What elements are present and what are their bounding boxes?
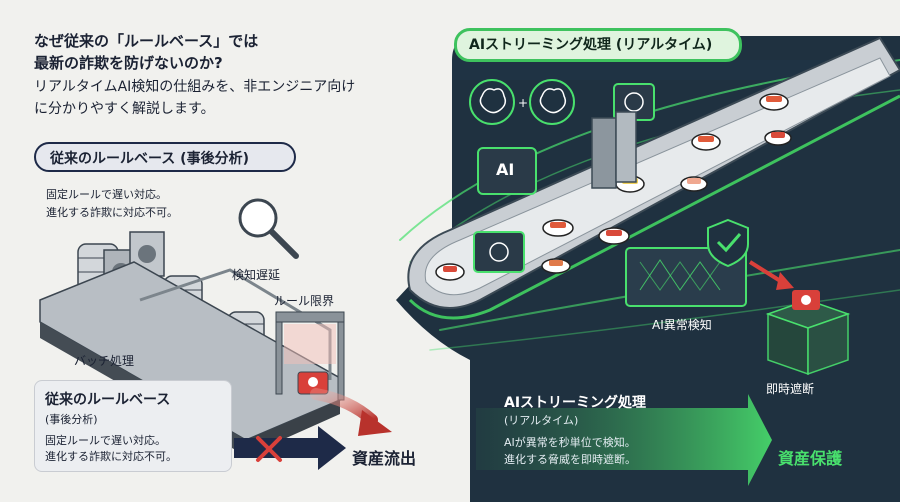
blocked-arrow (234, 426, 346, 470)
detect-delay-label: 検知遅延 (232, 268, 281, 282)
legacy-box-subtitle: (事後分析) (45, 413, 98, 426)
rule-limit-label: ルール限界 (274, 294, 335, 308)
legacy-desc-line-2: 進化する詐欺に対応不可。 (46, 206, 178, 219)
legacy-desc-line-1: 固定ルールで遅い対応。 (46, 188, 167, 201)
shield-check-icon (707, 218, 749, 268)
legacy-box-line-1: 固定ルールで遅い対応。 (45, 434, 166, 447)
sushi-plates (435, 93, 792, 281)
stream-subtitle: (リアルタイム) (504, 414, 579, 427)
chip-icon-mid (473, 231, 525, 273)
brain-icon-2 (529, 79, 575, 125)
quarantine-cube (765, 290, 851, 376)
stream-description: AIが異常を秒単位で検知。 進化する脅威を即時遮断。 (504, 434, 636, 468)
subheadline: リアルタイムAI検知の仕組みを、非エンジニア向け に分かりやすく解説します。 (34, 76, 355, 120)
ai-anomaly-detect-label: AI異常検知 (652, 318, 712, 332)
legacy-info-box: 従来のルールベース (事後分析) 固定ルールで遅い対応。 進化する詐欺に対応不可… (34, 380, 232, 472)
stream-desc-line-2: 進化する脅威を即時遮断。 (504, 453, 636, 466)
batch-processing-label: バッチ処理 (74, 354, 135, 368)
magnifier-icon (238, 198, 299, 259)
ai-detect-panel (625, 247, 747, 307)
sub-line-1: リアルタイムAI検知の仕組みを、非エンジニア向け (34, 79, 356, 95)
legacy-title-pill: 従来のルールベース (事後分析) (34, 142, 296, 172)
plus-icon: + (518, 96, 528, 110)
brain-icon-1 (469, 79, 515, 125)
asset-outflow-label: 資産流出 (352, 449, 417, 468)
instant-block-label: 即時遮断 (766, 382, 815, 396)
scan-gate (591, 111, 637, 189)
stream-title: AIストリーミング処理 (504, 395, 647, 411)
red-x-icon (256, 436, 282, 462)
ai-chip-label: AI (496, 160, 515, 179)
fraud-icon (801, 295, 811, 305)
headline: なぜ従来の「ルールベース」では 最新の詐欺を防げないのか? (34, 30, 258, 74)
legacy-box-line-2: 進化する詐欺に対応不可。 (45, 450, 177, 463)
asset-protection-label: 資産保護 (778, 449, 843, 468)
panel-divider (452, 60, 900, 80)
headline-line-1: なぜ従来の「ルールベース」では (34, 32, 259, 50)
headline-line-2: 最新の詐欺を防げないのか? (34, 54, 223, 72)
legacy-box-description: 固定ルールで遅い対応。 進化する詐欺に対応不可。 (45, 433, 177, 465)
legacy-box-title: 従来のルールベース (45, 392, 171, 408)
red-alert-arrow (748, 260, 784, 284)
protect-arrow (476, 394, 772, 486)
fraud-skull-icon (297, 371, 329, 395)
legacy-description: 固定ルールで遅い対応。 進化する詐欺に対応不可。 (46, 186, 178, 222)
sub-line-2: に分かりやすく解説します。 (34, 101, 215, 117)
ai-streaming-title-pill: AIストリーミング処理 (リアルタイム) (454, 28, 742, 62)
chip-icon-ai (477, 147, 537, 195)
stream-desc-line-1: AIが異常を秒単位で検知。 (504, 436, 636, 449)
